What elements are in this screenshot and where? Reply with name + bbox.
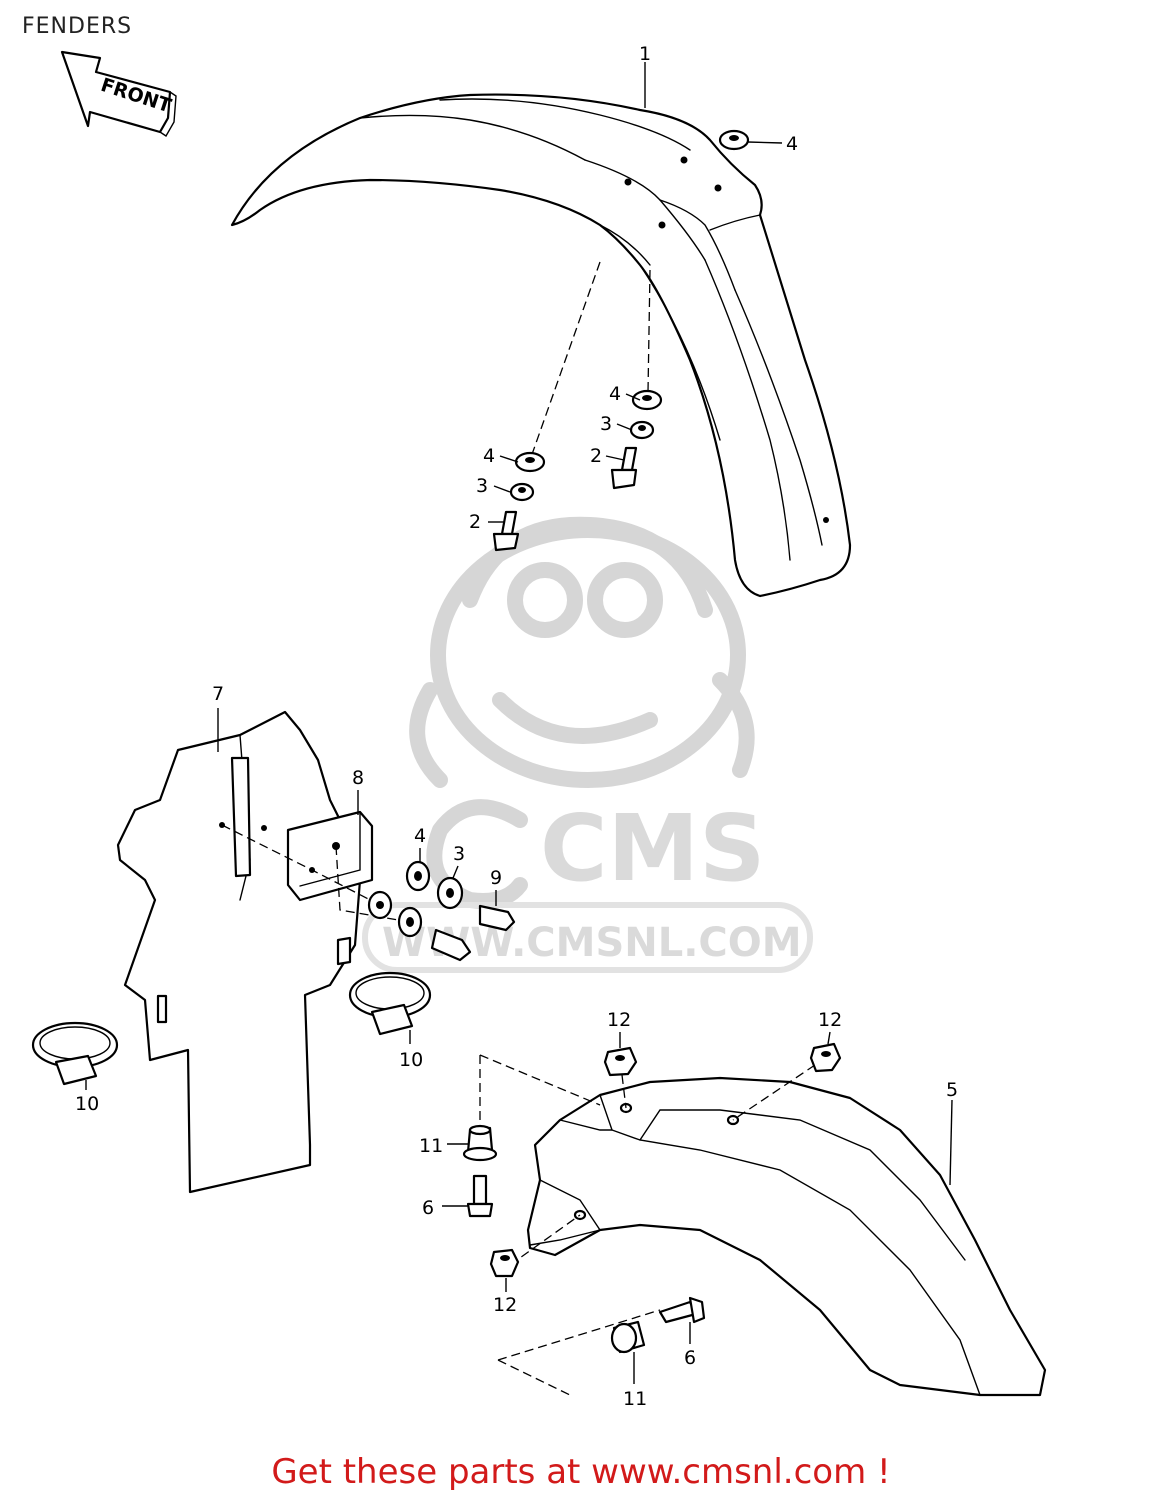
callout-12-bottom: 12	[493, 1294, 517, 1316]
callout-11-left: 11	[419, 1135, 443, 1157]
parts-diagram: CMS WWW.CMSNL.COM FRONT	[31, 43, 1047, 1410]
rear-dash-5	[509, 1214, 581, 1266]
callout-4-right: 4	[609, 383, 621, 405]
callout-5: 5	[946, 1079, 958, 1101]
mud-flap	[116, 710, 362, 1194]
washer-top	[718, 129, 750, 151]
bracket-path-2	[335, 845, 411, 923]
callout-8: 8	[352, 767, 364, 789]
bracket-path-1	[221, 824, 381, 906]
callout-9: 9	[490, 867, 502, 889]
collar-11-bottom	[610, 1320, 646, 1354]
callout-10-right: 10	[399, 1049, 423, 1071]
callout-12-right: 12	[818, 1009, 842, 1031]
callout-3-bracket: 3	[453, 843, 465, 865]
rear-dash-1	[479, 1054, 601, 1106]
rear-dash-3	[621, 1074, 627, 1109]
callout-3-left: 3	[476, 475, 488, 497]
callout-3-right: 3	[600, 413, 612, 435]
front-arrow-icon: FRONT	[60, 50, 177, 137]
front-fender	[230, 93, 852, 598]
leader-lines	[85, 62, 953, 1384]
mount-bracket	[286, 810, 374, 902]
rear-fender	[526, 1076, 1047, 1397]
cms-mascot-logo	[409, 516, 755, 788]
watermark-url-pill	[362, 902, 813, 973]
callout-12-top: 12	[607, 1009, 631, 1031]
rear-dash-6	[497, 1309, 661, 1396]
front-fender-bolt-path-2	[647, 269, 651, 393]
bolt-6-bottom	[658, 1296, 706, 1324]
callout-6-left: 6	[422, 1197, 434, 1219]
callout-7: 7	[212, 683, 224, 705]
callout-1: 1	[639, 43, 651, 65]
callout-4-left: 4	[483, 445, 495, 467]
hardware-stack-right	[610, 389, 663, 490]
diagram-title: FENDERS	[22, 14, 133, 39]
callout-2-left: 2	[469, 511, 481, 533]
front-fender-bolt-path	[529, 261, 601, 461]
callout-4-top: 4	[786, 133, 798, 155]
get-parts-link[interactable]: Get these parts at www.cmsnl.com !	[271, 1452, 891, 1492]
band-clamp-left	[31, 1021, 119, 1086]
rear-dash-4	[732, 1064, 816, 1121]
callout-10-left: 10	[75, 1093, 99, 1115]
nut-12-bottom	[489, 1248, 520, 1278]
bracket-hardware	[367, 860, 516, 962]
callout-11-bottom: 11	[623, 1388, 647, 1410]
band-clamp-right	[348, 971, 432, 1036]
collar-11-left	[462, 1124, 498, 1162]
watermark-brand: CMS	[540, 795, 765, 902]
callout-2-right: 2	[590, 445, 602, 467]
callouts: 1 4 4 3 2 4 3 2 7 8 4 3 9 10 10 12 12 5 …	[75, 43, 958, 1410]
callout-4-bracket: 4	[414, 825, 426, 847]
nut-12-right	[809, 1042, 842, 1073]
callout-6-bottom: 6	[684, 1347, 696, 1369]
bolt-6-left	[466, 1174, 494, 1218]
nut-12-top	[603, 1046, 638, 1077]
hardware-stack-left	[492, 451, 546, 552]
